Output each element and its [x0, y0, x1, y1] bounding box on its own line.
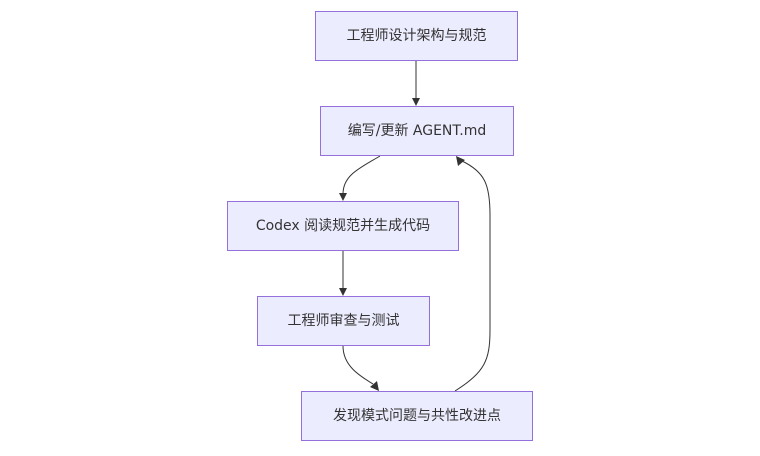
node-update-agent-md[interactable]: 编写/更新 AGENT.md [320, 106, 514, 156]
arrowhead-icon [339, 193, 347, 201]
node-find-patterns[interactable]: 发现模式问题与共性改进点 [301, 391, 533, 441]
node-label: 编写/更新 AGENT.md [347, 123, 487, 139]
node-label: Codex 阅读规范并生成代码 [255, 218, 431, 234]
node-design-architecture[interactable]: 工程师设计架构与规范 [315, 11, 518, 61]
node-label: 发现模式问题与共性改进点 [333, 408, 501, 424]
node-review-and-test[interactable]: 工程师审查与测试 [257, 296, 430, 346]
edge-n2-n3 [342, 155, 381, 195]
edge-n4-n5 [342, 345, 374, 385]
arrowhead-icon [412, 98, 420, 106]
arrowhead-icon [339, 288, 347, 296]
arrowhead-icon [370, 381, 379, 391]
arrowhead-icon [456, 156, 465, 166]
node-label: 工程师审查与测试 [287, 313, 400, 329]
node-label: 工程师设计架构与规范 [346, 28, 487, 44]
node-codex-generate-code[interactable]: Codex 阅读规范并生成代码 [227, 201, 459, 251]
edge-n5-n2 [454, 160, 491, 392]
